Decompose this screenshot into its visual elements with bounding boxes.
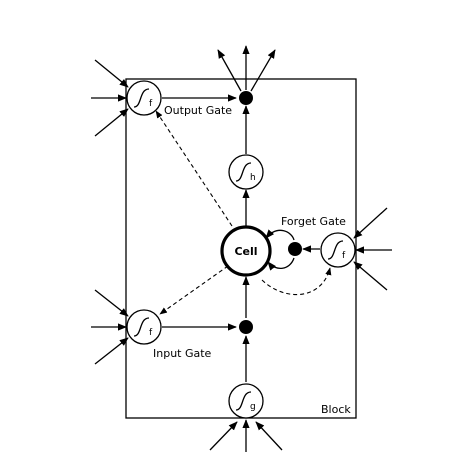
output-squash-unit: h (228, 154, 264, 190)
input-gate-inputs (91, 289, 129, 365)
forget-multiplier-dot (288, 242, 302, 256)
peephole-input (159, 265, 229, 315)
output-multiplier-dot (239, 91, 253, 105)
sigmoid-curve-icon (235, 391, 252, 411)
sigmoid-curve-icon (235, 162, 252, 182)
peephole-forget (261, 267, 332, 296)
forget-gate-label: Forget Gate (281, 215, 346, 228)
sigmoid-curve-icon (327, 240, 344, 260)
output-squash-fn: h (250, 173, 256, 183)
input-gate-fn: f (149, 328, 153, 338)
input-gate-label: Input Gate (153, 347, 212, 360)
output-gate-label: Output Gate (164, 104, 232, 117)
input-squash-inputs (209, 419, 283, 452)
sigmoid-curve-icon (133, 317, 150, 337)
sigmoid-curve-icon (133, 88, 150, 108)
block-label: Block (321, 403, 351, 416)
output-gate-fn: f (149, 99, 153, 109)
peephole-output (155, 110, 233, 227)
input-squash-fn: g (250, 402, 256, 412)
input-multiplier-dot (239, 320, 253, 334)
cell-node: Cell (220, 225, 272, 277)
input-squash-unit: g (228, 383, 264, 419)
forget-gate-fn: f (342, 251, 346, 261)
cell-label: Cell (234, 245, 257, 258)
input-gate-unit: f (126, 309, 162, 345)
forget-gate-inputs (353, 207, 392, 291)
output-gate-unit: f (126, 80, 162, 116)
recurrent-loop (265, 229, 295, 241)
forget-gate-unit: f (320, 232, 356, 268)
block-outputs (217, 45, 276, 92)
output-gate-inputs (91, 59, 129, 137)
